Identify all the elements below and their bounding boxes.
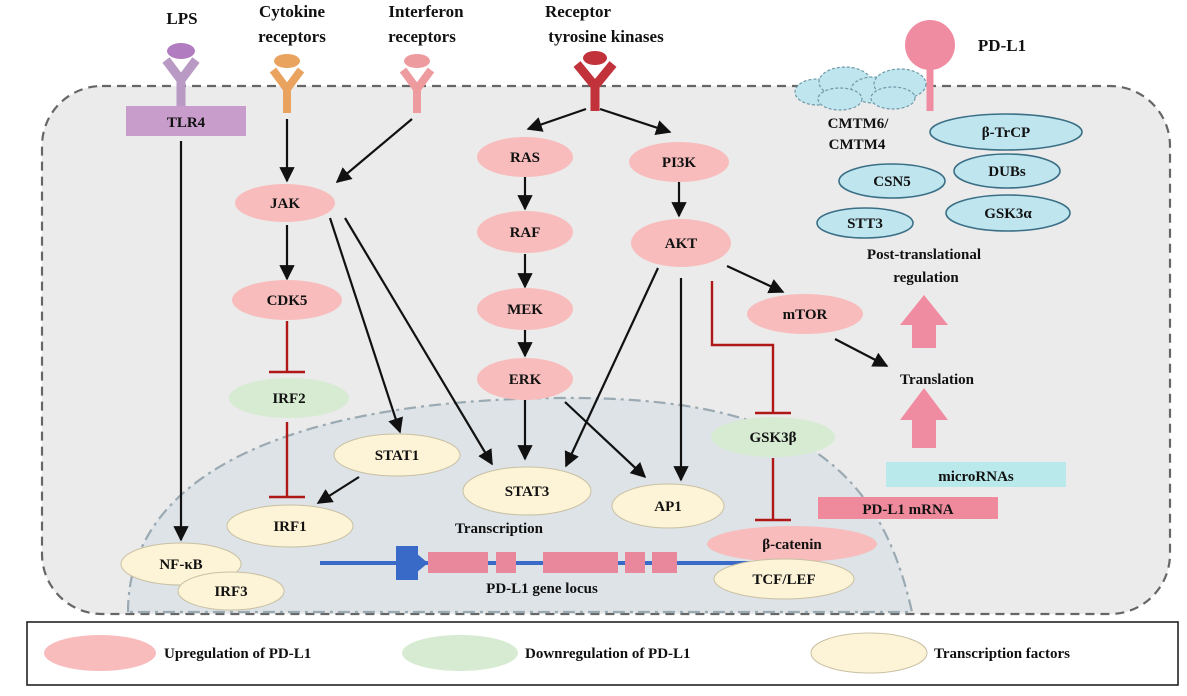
pdl1-mrna-label: PD-L1 mRNA	[862, 502, 953, 518]
post-btrcp: β-TrCP	[929, 113, 1083, 151]
post-dubs: DUBs	[953, 153, 1061, 189]
lps-receptor: TLR4	[126, 43, 246, 136]
akt-label: AKT	[665, 236, 698, 252]
btrcp-label: β-TrCP	[982, 125, 1030, 141]
node-irf3: IRF3	[177, 571, 285, 611]
post-translational-label-line2: regulation	[893, 270, 959, 286]
micrornas-label: microRNAs	[938, 469, 1014, 485]
node-ras: RAS	[477, 137, 573, 177]
interferon-label-line1: Interferon	[388, 2, 464, 21]
node-stat3: STAT3	[462, 466, 592, 516]
rtk-label-line2: tyrosine kinases	[548, 27, 664, 46]
node-erk: ERK	[477, 358, 573, 400]
pink-up-arrow-lower	[900, 388, 948, 448]
node-tcflef: TCF/LEF	[713, 558, 855, 600]
node-pi3k: PI3K	[629, 142, 729, 182]
legend-down-label: Downregulation of PD-L1	[525, 646, 691, 662]
tlr4-label: TLR4	[167, 115, 206, 131]
legend-box	[26, 621, 1179, 686]
cytokine-label-line2: receptors	[258, 27, 326, 46]
irf3-label: IRF3	[214, 584, 247, 600]
mtor-label: mTOR	[783, 307, 828, 323]
rtk-label-line1: Receptor	[545, 2, 612, 21]
tcflef-label: TCF/LEF	[752, 572, 815, 588]
post-translational-label-line1: Post-translational	[867, 247, 981, 263]
cytokine-receptor	[269, 54, 305, 113]
activation-arrows	[173, 107, 889, 542]
ras-label: RAS	[510, 150, 540, 166]
pink-up-arrow-upper	[900, 295, 948, 348]
cdk5-label: CDK5	[267, 293, 308, 309]
legend-tf-swatch	[810, 632, 928, 674]
rtk-receptor	[573, 51, 617, 111]
gsk3b-label: GSK3β	[749, 430, 796, 446]
stat3-label: STAT3	[505, 484, 549, 500]
gene-locus	[320, 546, 757, 580]
pdl1-label: PD-L1	[978, 36, 1026, 55]
cmtm-cloud	[794, 66, 927, 111]
lps-label: LPS	[166, 9, 197, 28]
mek-label: MEK	[507, 302, 543, 318]
cmtm-label-line1: CMTM6/	[828, 116, 890, 132]
legend-tf-label: Transcription factors	[934, 646, 1070, 662]
jak-label: JAK	[270, 196, 300, 212]
erk-label: ERK	[509, 372, 542, 388]
node-mtor: mTOR	[747, 294, 863, 334]
transcription-label: Transcription	[455, 521, 544, 537]
node-cdk5: CDK5	[232, 280, 342, 320]
bcatenin-label: β-catenin	[762, 537, 822, 553]
dubs-label: DUBs	[988, 164, 1026, 180]
micrornas-box	[886, 462, 1066, 487]
inhibition-lines	[269, 281, 791, 522]
pi3k-label: PI3K	[662, 155, 697, 171]
translation-label: Translation	[900, 372, 975, 388]
node-irf1: IRF1	[226, 504, 354, 548]
stat1-label: STAT1	[375, 448, 419, 464]
raf-label: RAF	[510, 225, 541, 241]
legend: Upregulation of PD-L1 Downregulation of …	[26, 621, 1179, 686]
csn5-label: CSN5	[873, 174, 911, 190]
irf2-label: IRF2	[272, 391, 305, 407]
node-irf2: IRF2	[229, 378, 349, 418]
node-bcatenin: β-catenin	[707, 526, 877, 562]
cytokine-label-line1: Cytokine	[259, 2, 326, 21]
post-csn5: CSN5	[838, 163, 946, 199]
node-stat1: STAT1	[333, 433, 461, 477]
post-gsk3a: GSK3α	[945, 194, 1071, 232]
cmtm-label-line2: CMTM4	[829, 137, 886, 153]
node-jak: JAK	[235, 184, 335, 222]
interferon-label-line2: receptors	[388, 27, 456, 46]
node-akt: AKT	[631, 219, 731, 267]
pdl1-protein	[905, 20, 955, 111]
gsk3a-label: GSK3α	[984, 206, 1032, 222]
post-stt3: STT3	[816, 207, 914, 239]
stt3-label: STT3	[847, 216, 883, 232]
pdl1-mrna-box	[818, 497, 998, 519]
tlr4-box	[126, 106, 246, 136]
node-ap1: AP1	[611, 483, 725, 529]
legend-up-label: Upregulation of PD-L1	[164, 646, 311, 662]
interferon-receptor	[399, 54, 435, 113]
gene-locus-label: PD-L1 gene locus	[486, 581, 598, 597]
legend-up-swatch	[44, 635, 156, 671]
ap1-label: AP1	[654, 499, 682, 515]
legend-down-swatch	[402, 635, 518, 671]
nfkb-label: NF-κB	[159, 557, 202, 573]
node-mek: MEK	[477, 288, 573, 330]
node-gsk3b: GSK3β	[711, 417, 835, 457]
node-raf: RAF	[477, 211, 573, 253]
irf1-label: IRF1	[273, 519, 306, 535]
